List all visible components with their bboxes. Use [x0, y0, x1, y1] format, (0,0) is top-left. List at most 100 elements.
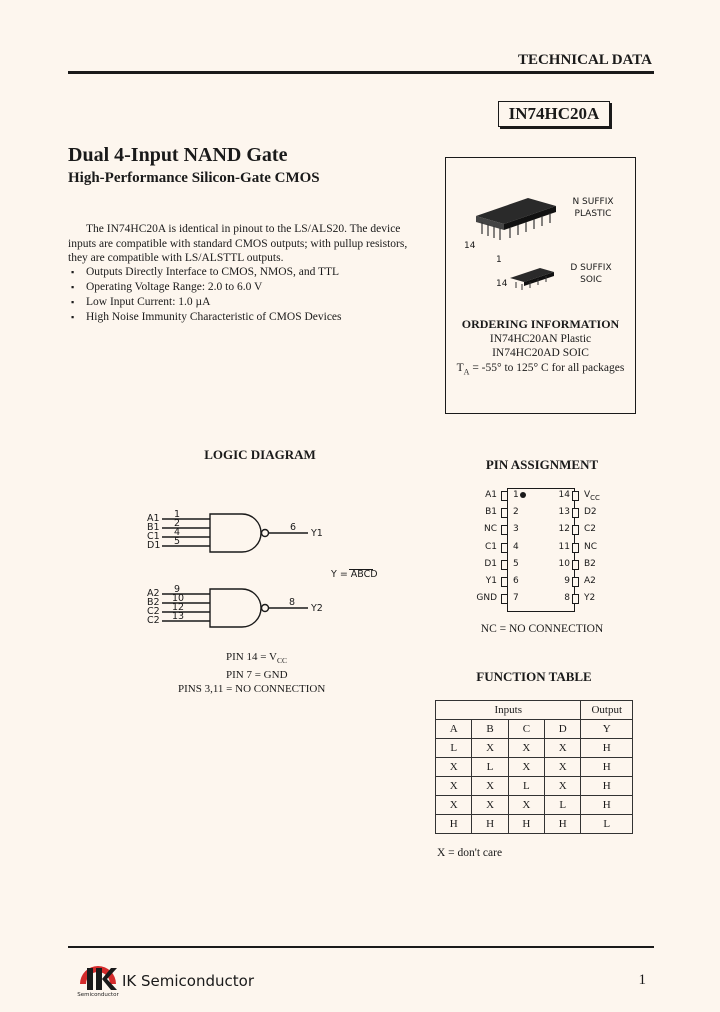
gate2-input-c2b: C2: [147, 615, 160, 626]
pin-name: Y1: [485, 575, 497, 586]
page-subtitle: High-Performance Silicon-Gate CMOS: [68, 170, 320, 186]
order-item: IN74HC20AD SOIC: [492, 347, 589, 359]
table-cell: H: [471, 814, 509, 834]
inputs-header: Inputs: [434, 700, 582, 720]
pin-name: NC: [483, 524, 497, 535]
function-table: Inputs Output A B C D Y L X X X H X L X …: [434, 700, 633, 834]
pin-row-right: 11 NC: [556, 542, 626, 559]
pins-nc-note: PINS 3,11 = NO CONNECTION: [178, 683, 326, 696]
temp-range: TA = -55° to 125° C for all packages: [446, 360, 635, 380]
company-logo: Semiconductor: [77, 958, 119, 1002]
gate1-input-c1: C1: [147, 531, 160, 542]
col-b: B: [471, 719, 509, 739]
table-row: L X X X H: [434, 738, 633, 758]
pin-row-left: B1 2: [465, 507, 521, 524]
pin-stub: [501, 559, 508, 570]
pin-stub: [572, 594, 579, 605]
gate1-input-b1: B1: [147, 522, 160, 533]
nand-gate-1: [162, 513, 308, 553]
gate2-input-b2: B2: [147, 597, 160, 608]
pin-name-main: V: [584, 490, 591, 500]
pin14-text: PIN 14 = V: [226, 651, 277, 663]
pin-stub: [572, 491, 579, 501]
pin-row-right: 8 Y2: [556, 593, 626, 610]
pin-stub: [572, 559, 579, 570]
gate1-input-a1: A1: [147, 513, 160, 524]
table-cell: X: [434, 795, 473, 815]
gate2-output-y2: Y2: [311, 603, 323, 614]
pin-stub: [501, 542, 508, 553]
soic-label: SOIC: [580, 275, 602, 285]
pin-number: 3: [513, 524, 519, 535]
gate2-pin-9: 9: [174, 584, 181, 595]
header-rule: [68, 71, 654, 74]
package-box: 14 1 N SUFFIX PLASTIC 14 D SUFFIX SOIC O…: [445, 157, 636, 414]
power-notes: PIN 14 = VCC PIN 7 = GND PINS 3,11 = NO …: [178, 650, 325, 696]
ordering-title: ORDERING INFORMATION: [461, 317, 620, 331]
logo-lettering: Semiconductor: [77, 992, 119, 998]
table-cell: X: [434, 757, 473, 777]
dip-pin1-label: 1: [496, 255, 502, 265]
pin-name: Y2: [584, 593, 596, 604]
pin-stub: [572, 508, 579, 519]
table-row: X L X X H: [434, 757, 633, 777]
pin-row-right: 14 VCC: [556, 490, 626, 507]
table-cell: L: [434, 738, 473, 758]
pin-number: 4: [513, 541, 519, 552]
table-cell: X: [471, 738, 509, 758]
temp-suffix: = -55° to 125° C for all packages: [469, 362, 625, 374]
gate2-input-c2: C2: [147, 606, 160, 617]
gate1-out-pin: 6: [290, 522, 297, 533]
table-cell: H: [434, 814, 473, 834]
gate2-input-a2: A2: [147, 588, 160, 599]
pin-stub: [501, 576, 508, 587]
n-suffix: N SUFFIX: [572, 197, 614, 207]
pin-row-left: D1 5: [465, 559, 521, 576]
dont-care-note: X = don't care: [437, 847, 503, 859]
pin-name: A2: [584, 575, 596, 586]
nand-gate-2: [162, 588, 308, 628]
pin-number: 8: [564, 593, 570, 604]
gate1-pin-2: 2: [174, 518, 181, 529]
pin-number: 10: [558, 558, 570, 569]
table-column-row: A B C D Y: [434, 719, 633, 739]
equation-overbar: [349, 569, 373, 570]
table-cell: X: [471, 776, 509, 796]
pin-name: VCC: [584, 490, 600, 502]
pin-name: D1: [484, 558, 497, 569]
n-suffix-label: N SUFFIX PLASTIC: [558, 196, 628, 220]
output-header: Output: [580, 700, 633, 720]
table-cell: X: [471, 795, 509, 815]
feature-item: Operating Voltage Range: 2.0 to 6.0 V: [68, 280, 448, 295]
d-suffix: D SUFFIX: [570, 263, 612, 273]
col-a: A: [434, 719, 473, 739]
table-cell: X: [434, 776, 473, 796]
pin-name: A1: [485, 490, 497, 500]
pin-stub: [572, 576, 579, 587]
table-cell: H: [580, 776, 633, 796]
table-cell: H: [580, 757, 633, 777]
pin1-dot: [520, 492, 526, 498]
table-header-row: Inputs Output: [434, 700, 633, 720]
table-cell: H: [580, 738, 633, 758]
gate1-input-d1: D1: [147, 540, 161, 551]
feature-list: Outputs Directly Interface to CMOS, NMOS…: [68, 265, 448, 325]
pin-name: C2: [584, 524, 597, 535]
pin-name: C1: [484, 541, 497, 552]
table-cell: L: [544, 795, 582, 815]
temp-sub: A: [463, 367, 470, 377]
dip-pin14-label: 14: [464, 241, 476, 251]
pin-number: 14: [558, 490, 570, 500]
pin-row-left: NC 3: [465, 524, 521, 541]
gate2-pin-10: 10: [172, 593, 185, 604]
pin-number: 12: [558, 524, 570, 535]
pin-name: GND: [476, 593, 497, 604]
pin-number: 2: [513, 507, 519, 518]
ordering-info: ORDERING INFORMATION IN74HC20AN Plastic …: [446, 317, 635, 380]
feature-item: High Noise Immunity Characteristic of CM…: [68, 310, 448, 325]
gate1-pin-5: 5: [174, 536, 181, 547]
pin-name: B1: [485, 507, 497, 518]
page-title: Dual 4-Input NAND Gate: [68, 144, 288, 166]
pin-name: B2: [584, 558, 596, 569]
pin-row-left: Y1 6: [465, 576, 521, 593]
